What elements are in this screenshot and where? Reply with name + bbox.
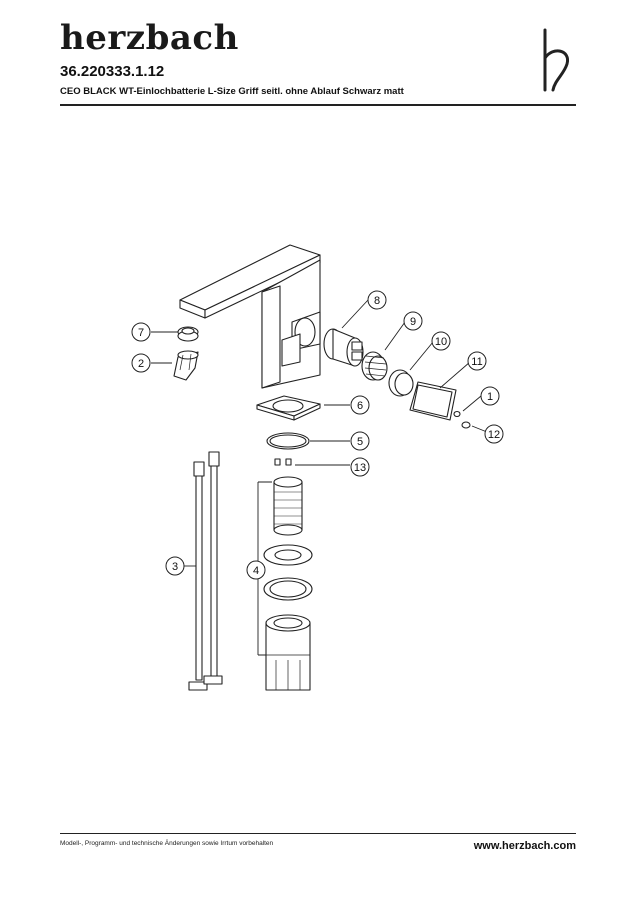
- base-plate: [256, 395, 321, 421]
- aerator: [177, 326, 199, 342]
- callout-label: 7: [138, 327, 144, 339]
- callout-label: 9: [410, 316, 416, 328]
- set-screw: [461, 421, 471, 429]
- aerator-key: [173, 350, 199, 381]
- callout-label: 12: [488, 429, 500, 441]
- studs: [274, 458, 292, 466]
- callout-label: 3: [172, 561, 178, 573]
- cartridge: [323, 328, 364, 367]
- callout-label: 1: [487, 391, 493, 403]
- callout-label: 10: [435, 336, 447, 348]
- article-number: 36.220333.1.12: [60, 63, 165, 80]
- callout-label: 13: [354, 462, 366, 474]
- product-description: CEO BLACK WT-Einlochbatterie L-Size Grif…: [60, 86, 404, 97]
- o-ring: [266, 432, 310, 450]
- callout-label: 6: [357, 400, 363, 412]
- mounting-nut: [265, 614, 311, 691]
- brand-name: herzbach: [60, 18, 239, 58]
- supply-hoses: [188, 451, 223, 691]
- callout-label: 5: [357, 436, 363, 448]
- handle-plate: [409, 381, 457, 421]
- callout-label: 4: [253, 565, 259, 577]
- small-screw: [453, 410, 461, 418]
- threaded-nut: [361, 351, 388, 381]
- header-divider: [60, 104, 576, 106]
- website-link[interactable]: www.herzbach.com: [473, 840, 576, 852]
- callout-label: 8: [374, 295, 380, 307]
- callout-label: 11: [471, 356, 482, 368]
- disclaimer-text: Modell-, Programm- und technische Änderu…: [60, 840, 274, 847]
- threaded-rod: [273, 476, 303, 536]
- sleeve-ring: [388, 369, 414, 397]
- faucet-body: [179, 244, 321, 389]
- washer-lower: [263, 577, 313, 601]
- callout-label: 2: [138, 358, 144, 370]
- washer-upper: [263, 544, 313, 566]
- herzbach-h-logo-icon: [543, 28, 570, 92]
- footer-divider: [60, 833, 576, 834]
